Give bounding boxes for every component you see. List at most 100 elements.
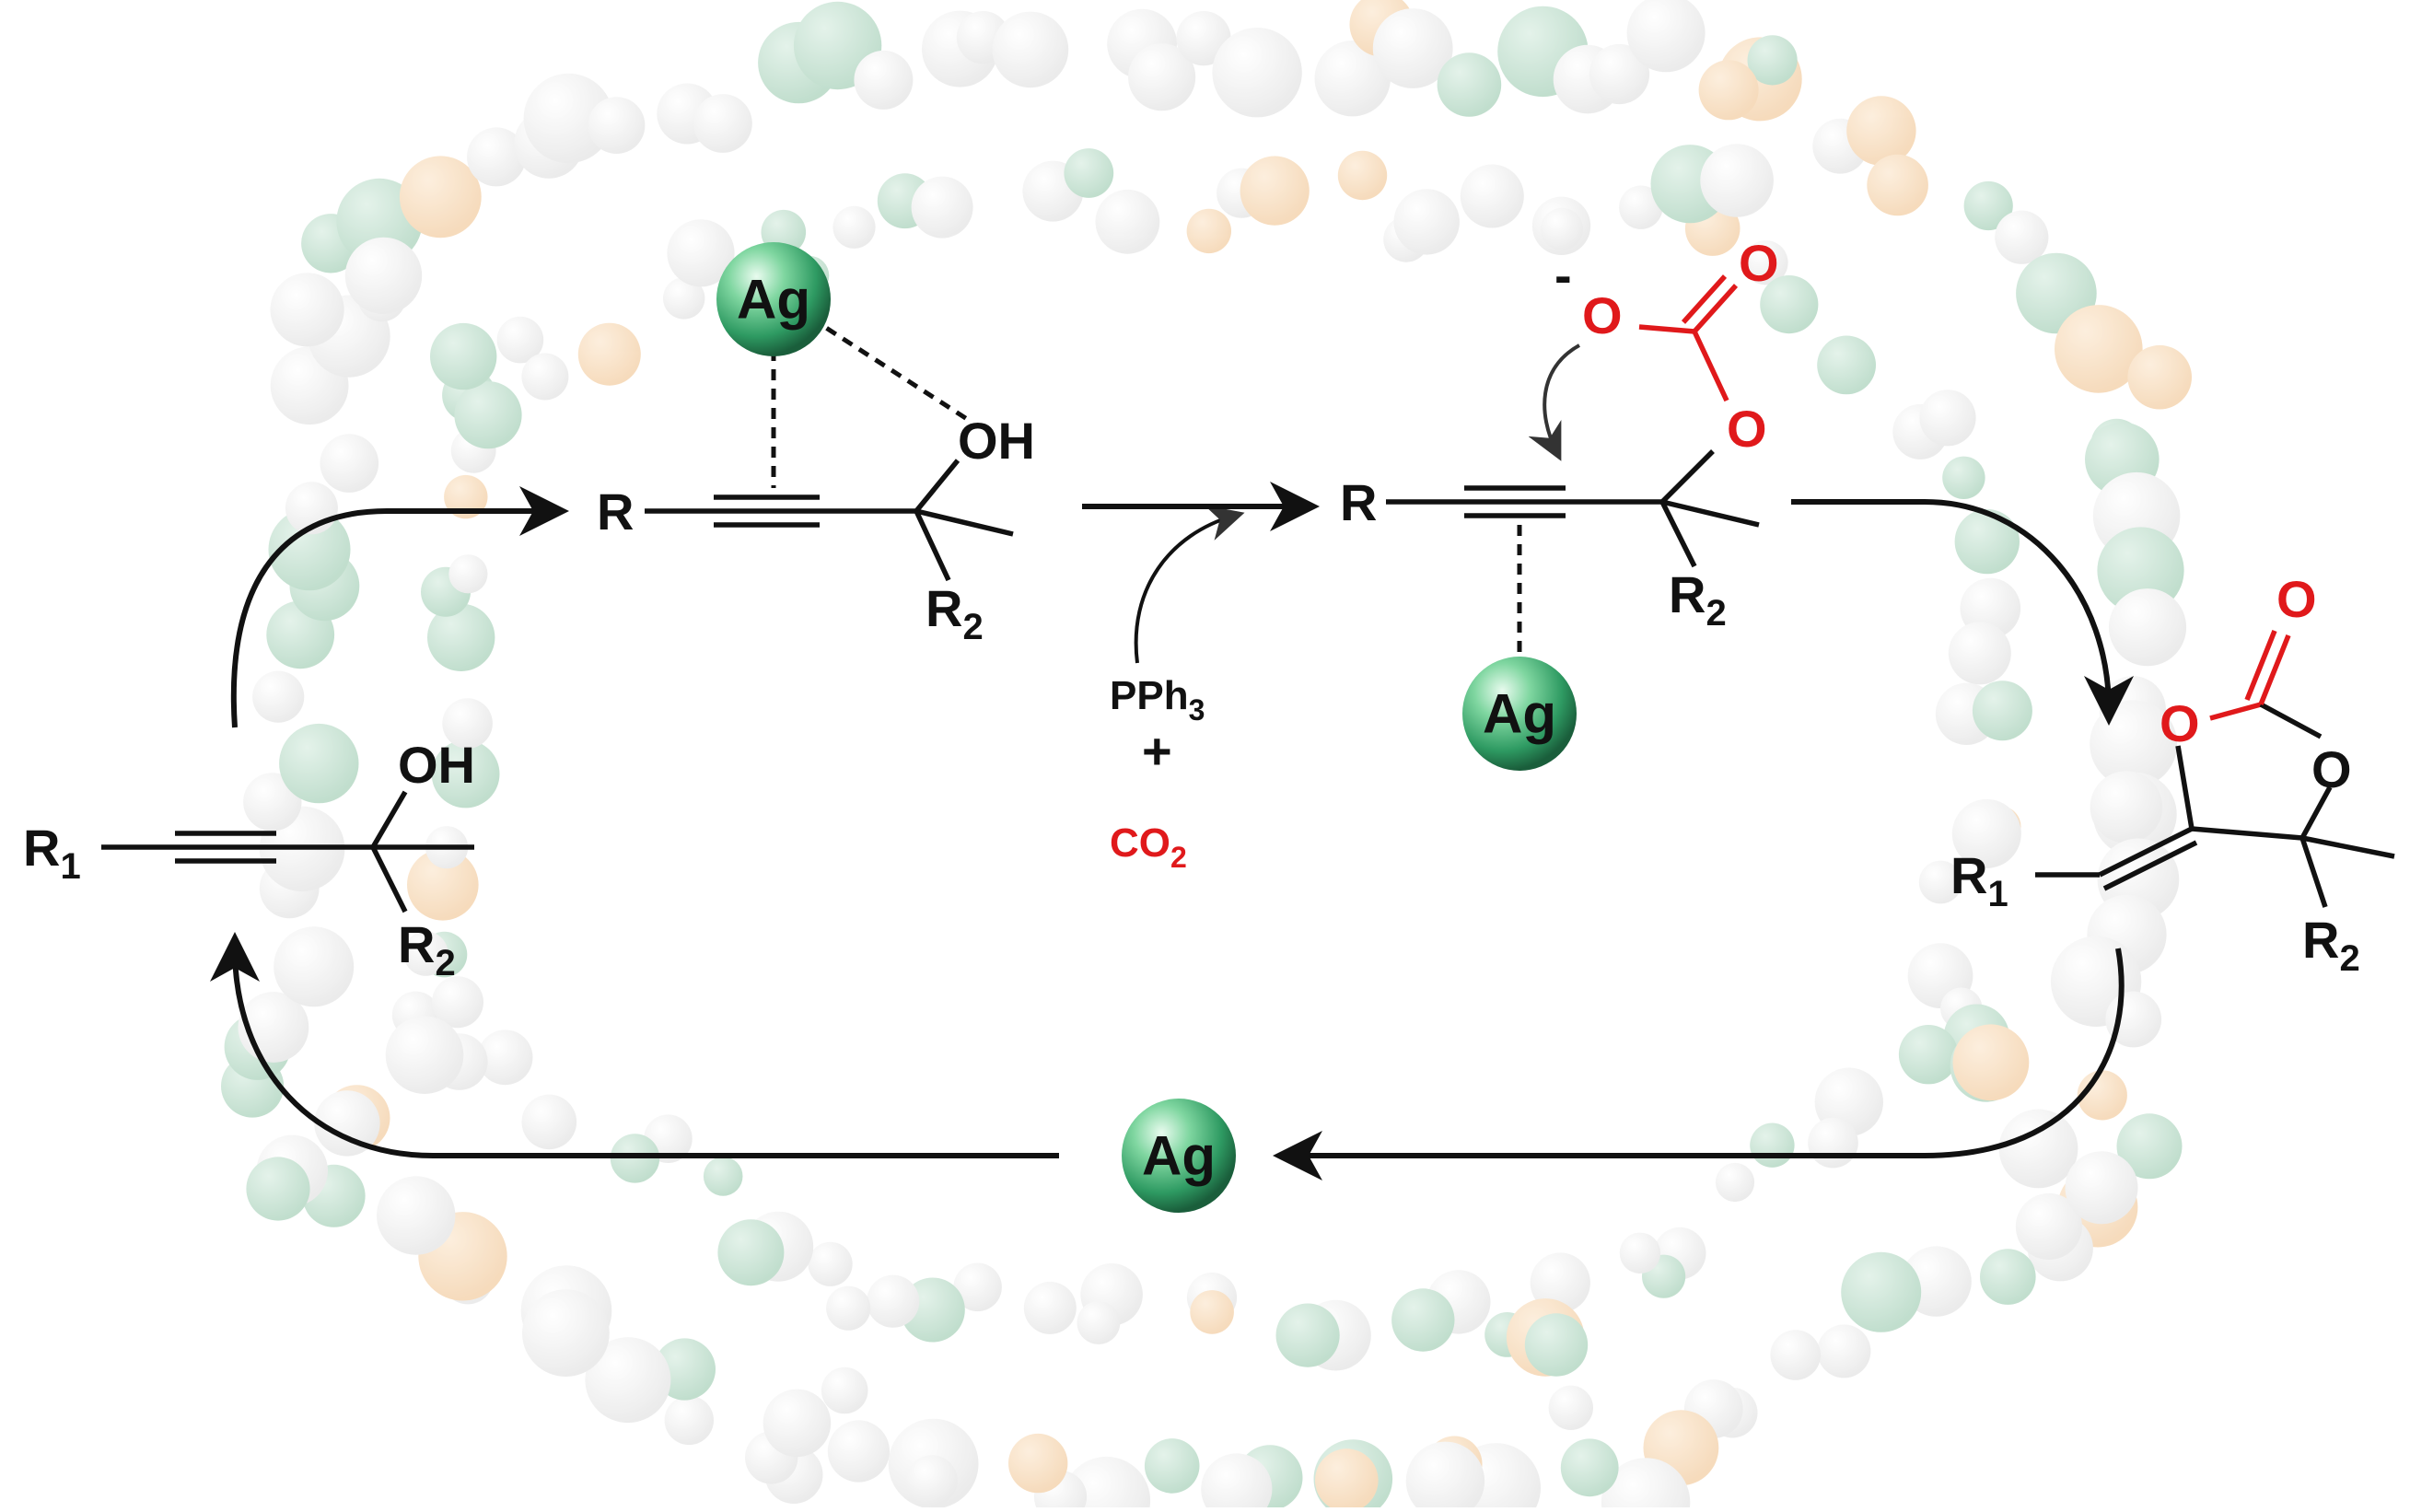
framework-atom bbox=[1240, 156, 1310, 226]
framework-atom bbox=[1952, 1024, 2030, 1101]
arrow-top-right bbox=[1791, 499, 2134, 726]
framework-atom bbox=[1626, 0, 1706, 73]
negative-charge-label: - bbox=[1554, 246, 1572, 304]
ag-label: Ag bbox=[737, 269, 810, 331]
framework-atom bbox=[1898, 1025, 1959, 1085]
framework-atom bbox=[1540, 207, 1584, 250]
framework-atom bbox=[1760, 275, 1819, 334]
framework-atom bbox=[1190, 1290, 1234, 1334]
framework-atom bbox=[523, 73, 613, 164]
framework-atom bbox=[2055, 305, 2143, 393]
framework-atom bbox=[1619, 1232, 1661, 1274]
framework-atom bbox=[2015, 1192, 2082, 1261]
framework-atom bbox=[2090, 771, 2163, 843]
framework-atom bbox=[427, 603, 495, 671]
framework-atom bbox=[1589, 43, 1650, 105]
framework-atom bbox=[826, 1285, 871, 1331]
r2-label: R2 bbox=[926, 579, 984, 647]
propargyl-alcohol-substrate: R1 OH R2 bbox=[23, 736, 475, 983]
framework-atom bbox=[832, 205, 876, 249]
oxygen-label: O bbox=[2276, 570, 2317, 628]
framework-atom bbox=[1951, 798, 2021, 868]
framework-atom bbox=[1972, 680, 2032, 741]
reagents: PPh3 + CO2 bbox=[1110, 505, 1245, 874]
carbonate-intermediate: R R2 O O O - Ag bbox=[1340, 234, 1779, 771]
framework-atom bbox=[1715, 1162, 1755, 1203]
framework-atom bbox=[1548, 1385, 1594, 1431]
framework-atom bbox=[1808, 1117, 1858, 1169]
framework-atom bbox=[1201, 1453, 1273, 1512]
co2-label: CO2 bbox=[1110, 820, 1187, 874]
framework-atom bbox=[2065, 1151, 2138, 1225]
framework-atom bbox=[442, 698, 493, 749]
framework-atom bbox=[1405, 1441, 1485, 1512]
oxygen-label: O bbox=[2311, 740, 2352, 798]
framework-atom bbox=[399, 156, 482, 238]
framework-atom bbox=[1315, 1448, 1379, 1512]
framework-atom bbox=[1846, 96, 1916, 166]
framework-atom bbox=[1077, 1301, 1121, 1344]
framework-atom bbox=[1601, 1458, 1691, 1512]
framework-atom bbox=[906, 1455, 958, 1506]
ag-alkyne-complex: R OH R2 Ag bbox=[597, 242, 1035, 647]
framework-atom bbox=[496, 316, 544, 364]
plus-label: + bbox=[1142, 722, 1172, 780]
framework-atom bbox=[717, 1219, 785, 1286]
framework-atom bbox=[585, 1337, 671, 1424]
framework-atom bbox=[1008, 1433, 1068, 1494]
framework-atom bbox=[827, 1420, 891, 1483]
framework-atom bbox=[454, 381, 522, 449]
framework-atom bbox=[1314, 40, 1391, 117]
framework-atom bbox=[577, 322, 641, 386]
framework-atom bbox=[1750, 1122, 1795, 1168]
framework-atom bbox=[1372, 8, 1453, 88]
silver-atom-sphere: Ag bbox=[716, 242, 831, 356]
framework-atom bbox=[667, 219, 735, 287]
framework-atom bbox=[431, 739, 500, 808]
framework-atom bbox=[1948, 622, 2011, 685]
framework-atom bbox=[268, 508, 351, 591]
framework-atom bbox=[444, 474, 488, 519]
framework-atom bbox=[1186, 208, 1232, 254]
r2-label: R2 bbox=[2302, 911, 2360, 979]
framework-atom bbox=[521, 1094, 577, 1150]
framework-atom bbox=[953, 1262, 1002, 1312]
framework-atom bbox=[279, 723, 359, 804]
framework-atom bbox=[1619, 185, 1663, 229]
framework-atom bbox=[2127, 344, 2192, 410]
oxygen-label: O bbox=[1727, 400, 1767, 458]
framework-atom bbox=[1460, 164, 1524, 228]
oh-label: OH bbox=[398, 736, 475, 794]
framework-atom bbox=[808, 1241, 853, 1286]
framework-atom bbox=[477, 1029, 533, 1086]
framework-atom bbox=[243, 773, 302, 832]
oxygen-label: O bbox=[2160, 694, 2200, 752]
r2-label: R2 bbox=[1669, 565, 1727, 634]
framework-atom bbox=[1212, 27, 1302, 118]
framework-atom bbox=[2116, 1113, 2183, 1180]
framework-atom bbox=[1867, 154, 1928, 216]
framework-atom bbox=[467, 127, 526, 187]
framework-atom bbox=[1980, 1249, 2036, 1305]
framework-atom bbox=[403, 931, 448, 976]
r1-label: R1 bbox=[23, 819, 81, 887]
cyclic-carbonate-product: R1 R2 O O O bbox=[1950, 570, 2395, 979]
framework-atom bbox=[1942, 456, 1985, 499]
ag-label: Ag bbox=[1142, 1125, 1216, 1187]
framework-atom bbox=[1747, 35, 1798, 86]
framework-atom bbox=[1530, 1252, 1590, 1313]
framework-atom bbox=[1524, 1313, 1589, 1377]
framework-atom bbox=[2108, 588, 2187, 667]
framework-atom bbox=[693, 94, 752, 153]
framework-atom bbox=[385, 1016, 464, 1094]
framework-atom bbox=[911, 176, 973, 238]
framework-atom bbox=[407, 849, 479, 921]
framework-atom bbox=[522, 1289, 610, 1377]
framework-atom bbox=[1144, 1438, 1200, 1494]
cycle-arrows bbox=[210, 482, 2134, 1181]
framework-atom bbox=[246, 1157, 310, 1221]
framework-atom bbox=[448, 554, 488, 594]
framework-atom bbox=[854, 50, 914, 110]
framework-atom bbox=[320, 434, 379, 493]
